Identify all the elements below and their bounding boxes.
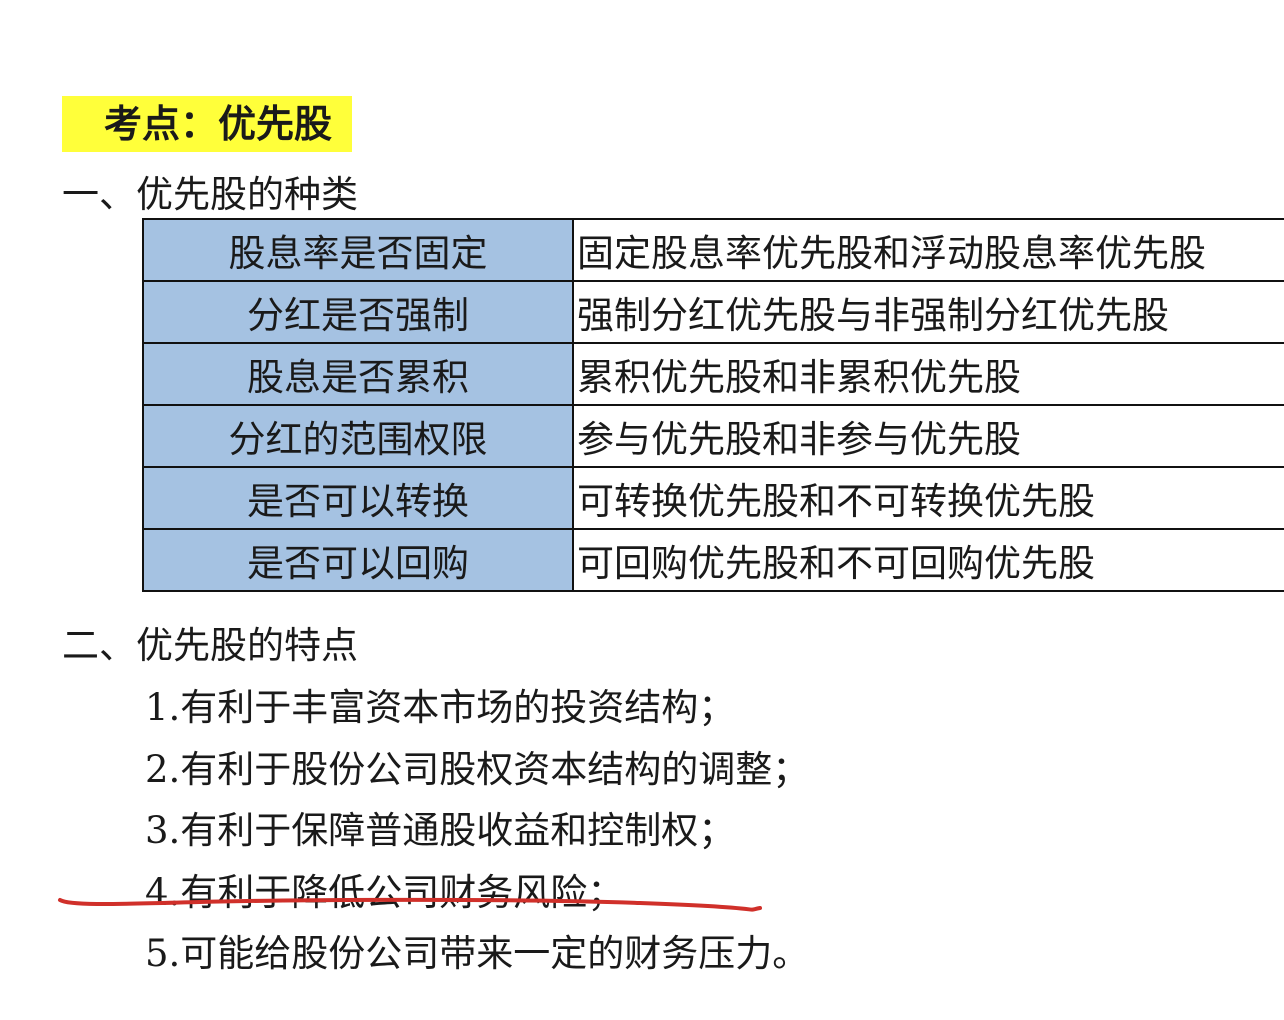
list-item: 2.有利于股份公司股权资本结构的调整； <box>145 748 810 791</box>
type-cell: 参与优先股和非参与优先股 <box>572 404 1284 468</box>
types-table: 股息率是否固定固定股息率优先股和浮动股息率优先股分红是否强制强制分红优先股与非强… <box>142 218 1284 592</box>
topic-title: 考点：优先股 <box>62 96 352 152</box>
table-row: 股息率是否固定固定股息率优先股和浮动股息率优先股 <box>142 218 1284 282</box>
type-cell: 可回购优先股和不可回购优先股 <box>572 528 1284 592</box>
type-cell: 累积优先股和非累积优先股 <box>572 342 1284 406</box>
category-cell: 股息率是否固定 <box>142 218 574 282</box>
list-item: 3.有利于保障普通股收益和控制权； <box>145 809 736 852</box>
table-row: 分红的范围权限参与优先股和非参与优先股 <box>142 404 1284 468</box>
type-cell: 强制分红优先股与非强制分红优先股 <box>572 280 1284 344</box>
table-row: 股息是否累积累积优先股和非累积优先股 <box>142 342 1284 406</box>
list-item: 4.有利于降低公司财务风险； <box>145 871 625 914</box>
section-heading-features: 二、优先股的特点 <box>62 624 358 667</box>
type-cell: 固定股息率优先股和浮动股息率优先股 <box>572 218 1284 282</box>
section-heading-types: 一、优先股的种类 <box>62 173 358 216</box>
table-row: 是否可以转换可转换优先股和不可转换优先股 <box>142 466 1284 530</box>
table-row: 分红是否强制强制分红优先股与非强制分红优先股 <box>142 280 1284 344</box>
category-cell: 分红的范围权限 <box>142 404 574 468</box>
category-cell: 分红是否强制 <box>142 280 574 344</box>
table-row: 是否可以回购可回购优先股和不可回购优先股 <box>142 528 1284 592</box>
list-item: 5.可能给股份公司带来一定的财务压力。 <box>145 932 810 975</box>
category-cell: 股息是否累积 <box>142 342 574 406</box>
type-cell: 可转换优先股和不可转换优先股 <box>572 466 1284 530</box>
category-cell: 是否可以转换 <box>142 466 574 530</box>
list-item: 1.有利于丰富资本市场的投资结构； <box>145 686 736 729</box>
category-cell: 是否可以回购 <box>142 528 574 592</box>
